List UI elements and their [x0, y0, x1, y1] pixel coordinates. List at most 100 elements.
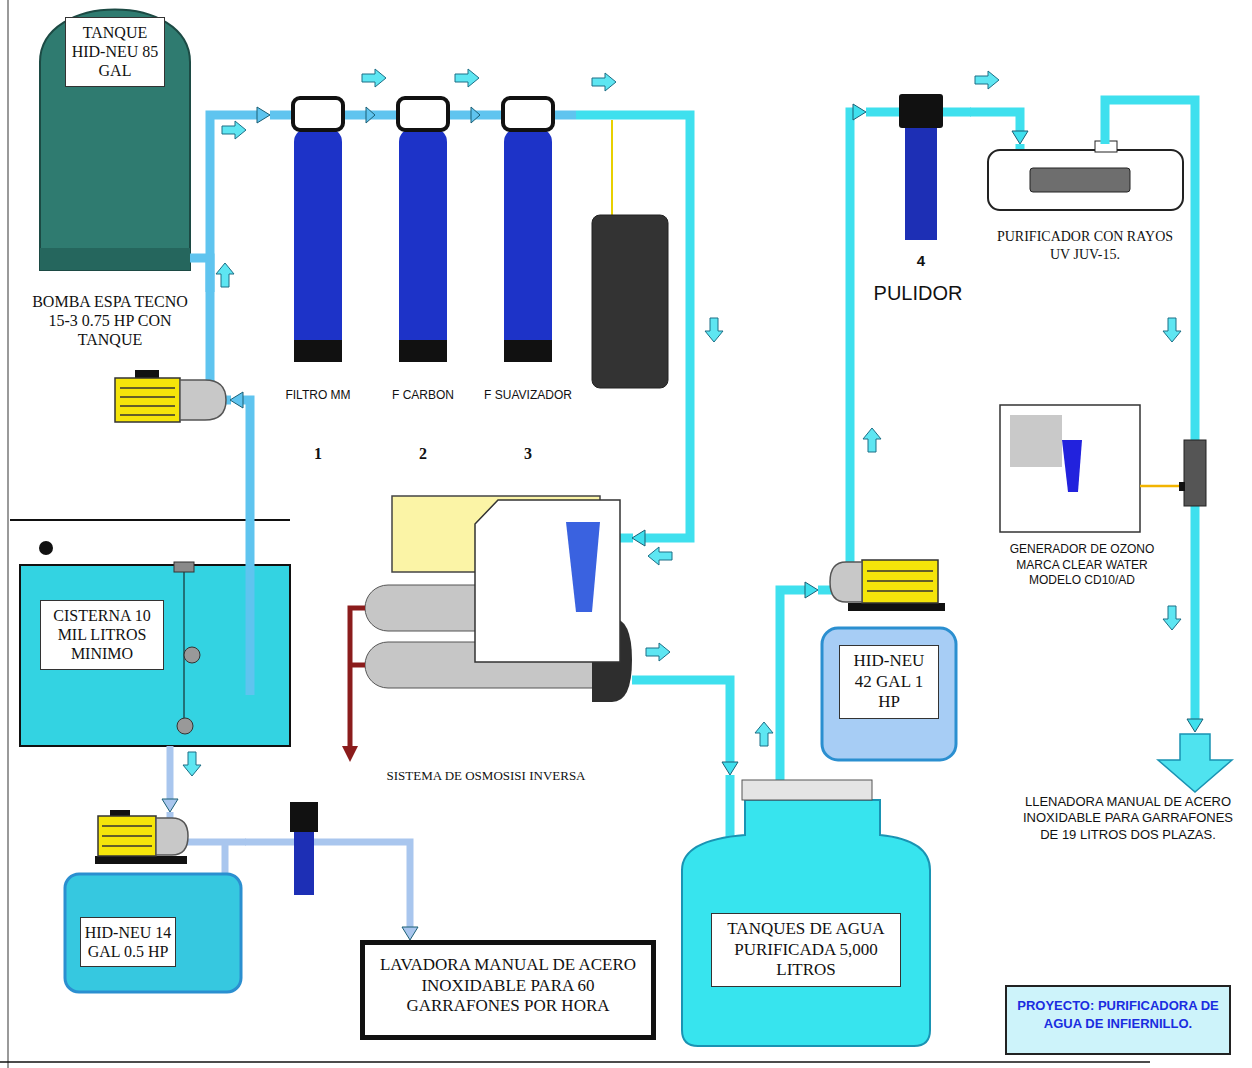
bottle-washer: LAVADORA MANUAL DE ACERO INOXIDABLE PARA… [360, 940, 656, 1040]
label-anchor: 2 [403, 444, 443, 463]
ozone-housing [1000, 405, 1140, 532]
label-anchor: 4 [901, 252, 941, 270]
tank-lid [742, 780, 872, 800]
node-text: BOMBA ESPA TECNO 15-3 0.75 HP CON TANQUE [30, 292, 190, 350]
flow-arrow [755, 722, 773, 746]
node-text: PULIDOR [866, 282, 970, 304]
water-tank [682, 800, 930, 1046]
project-title-box: PROYECTO: PURIFICADORA DE AGUA DE INFIER… [1005, 985, 1231, 1055]
flow-arrow [863, 428, 881, 452]
pump-fin [120, 414, 175, 416]
pressure-tank: HID-NEU 42 GAL 1 HP [818, 550, 960, 762]
reverse-osmosis-unit: SISTEMA DE OSMOSISI INVERSA [340, 492, 632, 792]
flow-arrow [592, 73, 616, 91]
filter-head [899, 94, 943, 128]
pressure-tank: HID-NEU 14 GAL 0.5 HP [60, 812, 245, 994]
node-text: F SUAVIZADOR [480, 388, 576, 404]
filter-base [504, 340, 552, 362]
flow-arrow [648, 547, 672, 565]
flow-arrow [362, 69, 386, 87]
filter-base [399, 340, 447, 362]
pump-unit: BOMBA ESPA TECNO 15-3 0.75 HP CON TANQUE [20, 292, 230, 432]
arrow-head [1012, 131, 1028, 144]
pipe-line [167, 746, 174, 804]
pipe-connector [970, 112, 1028, 144]
filter-valve [398, 98, 448, 130]
flow-arrow [705, 318, 723, 342]
node-text: LAVADORA MANUAL DE ACERO INOXIDABLE PARA… [375, 955, 641, 1017]
callout-number: 4 [901, 252, 941, 270]
drain-arrow [342, 746, 358, 762]
flow-arrow [1163, 318, 1181, 342]
pipe-connector [632, 680, 738, 775]
callout-number: 1 [298, 444, 338, 463]
filler-arrow [1158, 734, 1232, 792]
flow-arrow [975, 71, 999, 89]
node-text: PURIFICADOR CON RAYOS UV JUV-15. [990, 228, 1180, 263]
float-valve [39, 541, 53, 555]
pump-motor [98, 816, 156, 856]
pump-fin [867, 590, 933, 592]
drain-pipe [350, 663, 365, 668]
arrow-head [471, 107, 480, 123]
filter-head [290, 802, 318, 832]
pump-head [180, 380, 226, 420]
brine-line [611, 120, 613, 216]
node-text: LLENADORA MANUAL DE ACERO INOXIDABLE PAR… [1022, 794, 1234, 843]
filter-body [399, 128, 447, 362]
pump-motor [862, 560, 938, 603]
filter-body [294, 832, 314, 895]
node-text: GENERADOR DE OZONO MARCA CLEAR WATER MOD… [998, 542, 1166, 589]
pump-fin [120, 405, 175, 407]
pump-base [848, 603, 945, 611]
arrow-head [805, 582, 818, 598]
ozone-cup [1062, 440, 1082, 492]
page-border [7, 0, 9, 1068]
arrow-head [162, 799, 178, 812]
pressure-tank: TANQUE HID-NEU 85 GAL [40, 5, 190, 270]
ozone-injector [1184, 440, 1206, 506]
pipe-connector [576, 115, 690, 546]
label-anchor: 3 [508, 444, 548, 463]
arrow-head [722, 762, 738, 775]
arrow-head [230, 392, 243, 408]
arrow-head [402, 927, 418, 940]
tank-body [65, 874, 241, 992]
node-text: F CARBON [375, 388, 471, 404]
pipe-line [210, 115, 262, 292]
float-ball [177, 718, 193, 734]
label-anchor: 1 [298, 444, 338, 463]
ozone-generator: GENERADOR DE OZONO MARCA CLEAR WATER MOD… [998, 402, 1166, 602]
project-title: PROYECTO: PURIFICADORA DE AGUA DE INFIER… [1011, 997, 1225, 1032]
pump-fin [102, 825, 152, 827]
node-text: HID-NEU 14 GAL 0.5 HP [80, 917, 176, 967]
flow-arrow [222, 121, 246, 139]
filter-column: FILTRO MM [270, 92, 366, 422]
pipe-connector [245, 842, 418, 940]
node-text: SISTEMA DE OSMOSISI INVERSA [340, 768, 632, 784]
uv-purifier: PURIFICADOR CON RAYOS UV JUV-15. [985, 144, 1185, 294]
node-text: HID-NEU 42 GAL 1 HP [839, 645, 939, 719]
pipe-connector [1105, 100, 1203, 732]
pump-fin [102, 845, 152, 847]
pipe-line [245, 842, 410, 932]
callout-number: 2 [403, 444, 443, 463]
pipe-line [850, 112, 858, 550]
pipe-connector [210, 107, 270, 292]
pump-fin [120, 396, 175, 398]
arrow-head [632, 530, 645, 546]
polish-filter: PULIDOR [866, 92, 970, 322]
pipe-connector [850, 104, 866, 550]
drain-pipe [350, 608, 365, 748]
pump-fin [867, 580, 933, 582]
cistern: CISTERNA 10 MIL LITROS MINIMO [20, 520, 292, 746]
flow-arrow [183, 752, 201, 776]
pipe-line [238, 400, 250, 520]
suction-pipe [246, 520, 255, 695]
float-rod [184, 570, 185, 726]
pipe-line [780, 590, 810, 775]
